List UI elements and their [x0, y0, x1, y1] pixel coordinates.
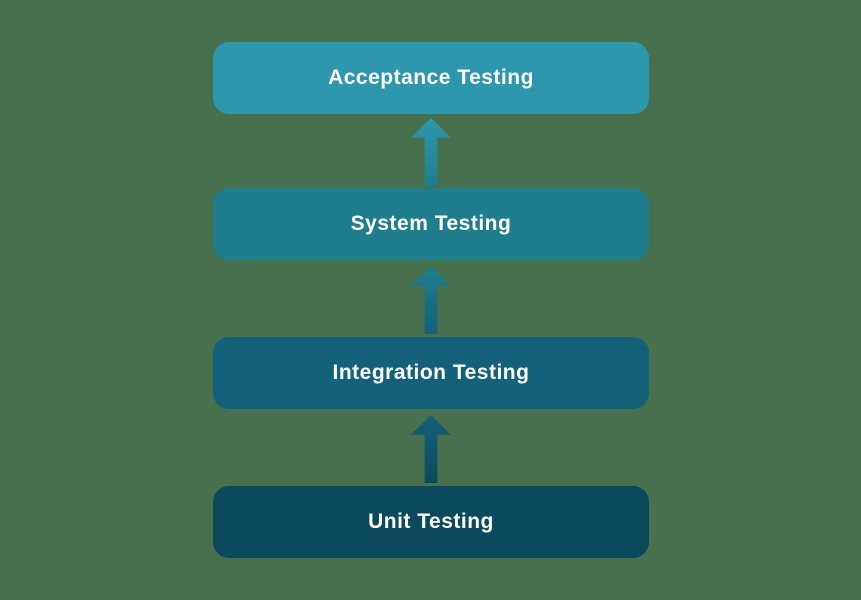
connector-unit-to-integration — [411, 415, 451, 483]
level-label-integration-testing: Integration Testing — [332, 361, 530, 384]
connector-system-to-acceptance — [411, 118, 451, 186]
level-box-acceptance-testing: Acceptance Testing — [213, 42, 649, 114]
level-box-integration-testing: Integration Testing — [213, 337, 649, 409]
up-arrow-icon — [411, 266, 451, 334]
up-arrow-icon — [411, 118, 451, 186]
up-arrow-icon — [411, 415, 451, 483]
level-label-system-testing: System Testing — [350, 212, 512, 235]
level-label-acceptance-testing: Acceptance Testing — [328, 66, 534, 89]
level-label-unit-testing: Unit Testing — [368, 510, 494, 533]
level-box-system-testing: System Testing — [213, 188, 649, 260]
level-box-unit-testing: Unit Testing — [213, 486, 649, 558]
connector-integration-to-system — [411, 266, 451, 334]
